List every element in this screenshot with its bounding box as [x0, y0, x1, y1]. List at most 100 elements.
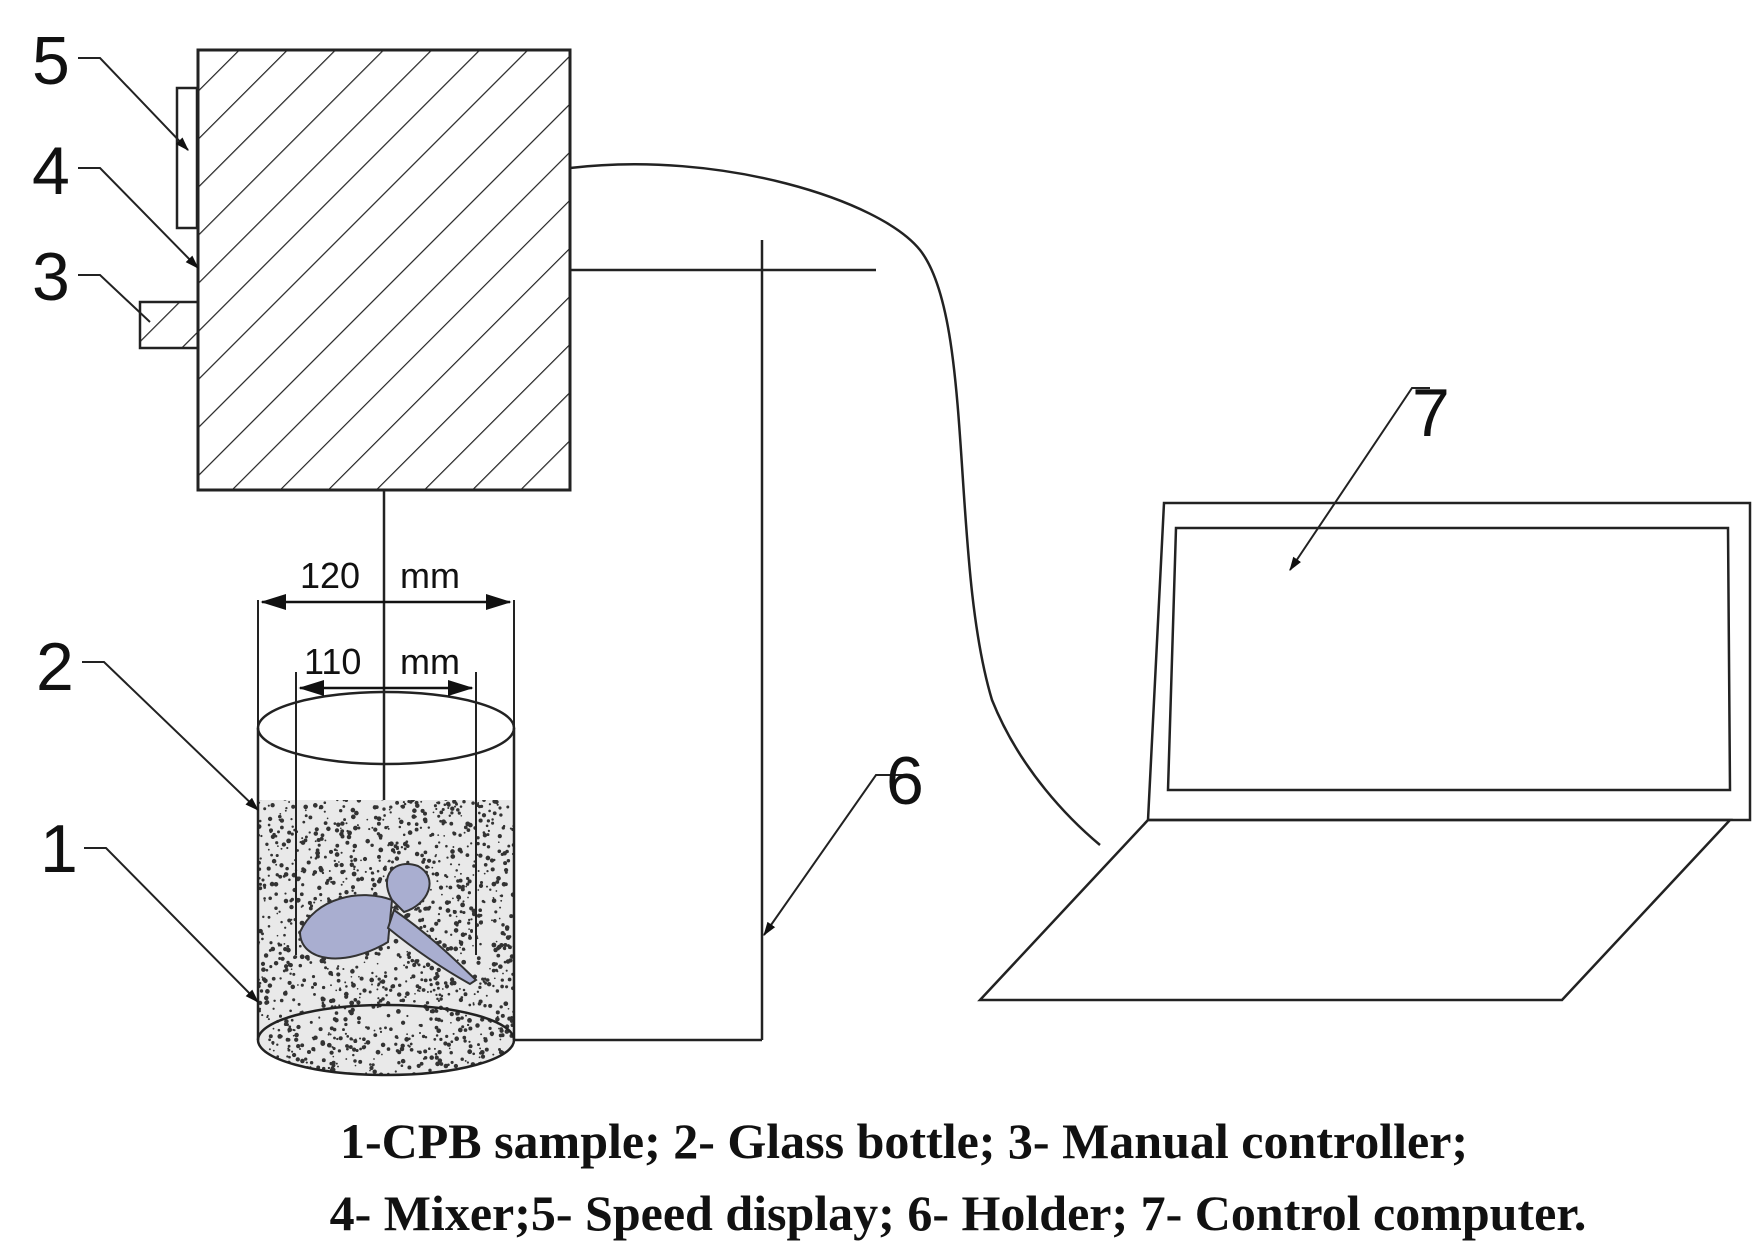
sample-granule [350, 807, 356, 813]
sample-granule [337, 965, 340, 968]
sample-granule [263, 897, 266, 900]
sample-granule [287, 1027, 293, 1033]
sample-granule [489, 967, 491, 970]
sample-granule [505, 985, 509, 989]
sample-granule [262, 915, 265, 919]
sample-granule [411, 974, 416, 979]
sample-granule [406, 1014, 409, 1018]
sample-granule [267, 1065, 270, 1068]
callout-2: 2 [36, 629, 74, 705]
sample-granule [259, 800, 263, 801]
sample-granule [319, 836, 324, 841]
sample-granule [352, 850, 355, 853]
sample-granule [353, 858, 357, 862]
sample-granule [446, 1042, 452, 1047]
sample-granule [491, 818, 494, 821]
sample-granule [350, 969, 355, 974]
sample-granule [434, 1025, 439, 1030]
sample-granule [320, 1040, 325, 1045]
sample-granule [495, 940, 498, 943]
sample-granule [444, 984, 449, 989]
sample-granule [423, 1056, 428, 1060]
sample-granule [337, 1065, 339, 1068]
sample-granule [444, 797, 446, 799]
sample-granule [488, 1003, 493, 1008]
sample-granule [290, 918, 293, 921]
sample-granule [339, 831, 344, 837]
sample-granule [300, 840, 306, 845]
sample-granule [345, 840, 350, 845]
sample-granule [356, 869, 359, 872]
sample-granule [406, 1033, 408, 1036]
sample-granule [303, 804, 309, 810]
sample-granule [349, 855, 353, 859]
sample-granule [477, 1043, 480, 1047]
sample-granule [369, 977, 375, 983]
sample-granule [344, 1032, 347, 1035]
sample-granule [290, 968, 293, 970]
sample-granule [491, 898, 497, 904]
sample-granule [448, 885, 453, 890]
sample-granule [280, 847, 283, 850]
sample-granule [337, 1049, 342, 1053]
sample-granule [496, 1015, 499, 1018]
sample-granule [495, 1061, 498, 1065]
sample-granule [438, 841, 441, 844]
sample-granule [350, 1007, 355, 1013]
sample-granule [329, 1026, 334, 1031]
sample-granule [338, 1004, 341, 1007]
sample-granule [313, 992, 316, 996]
sample-granule [485, 824, 489, 828]
sample-granule [462, 988, 466, 992]
sample-granule [438, 860, 441, 863]
sample-granule [311, 1036, 314, 1039]
sample-granule [359, 976, 364, 981]
sample-granule [342, 880, 345, 883]
sample-granule [270, 853, 273, 857]
sample-granule [336, 978, 341, 983]
sample-granule [481, 977, 485, 981]
sample-granule [323, 801, 327, 804]
sample-granule [499, 1028, 504, 1033]
sample-granule [475, 1023, 480, 1028]
sample-granule [280, 956, 285, 961]
sample-granule [449, 1011, 454, 1017]
sample-granule [345, 822, 348, 825]
sample-granule [439, 997, 443, 1001]
sample-granule [455, 915, 458, 918]
sample-granule [472, 944, 474, 947]
sample-granule [299, 954, 305, 960]
sample-granule [445, 885, 448, 888]
sample-granule [333, 822, 337, 825]
sample-granule [301, 883, 305, 887]
sample-granule [420, 918, 425, 922]
sample-granule [267, 804, 270, 807]
sample-granule [356, 800, 362, 803]
sample-granule [459, 1075, 462, 1078]
sample-granule [358, 975, 360, 978]
sample-granule [376, 1006, 379, 1009]
sample-granule [275, 863, 278, 866]
sample-granule [359, 1047, 362, 1051]
sample-granule [457, 899, 460, 902]
sample-granule [404, 1037, 410, 1042]
sample-granule [425, 1001, 430, 1005]
sample-granule [437, 834, 440, 836]
sample-granule [398, 825, 402, 829]
sample-granule [492, 896, 495, 899]
sample-granule [442, 943, 447, 948]
sample-granule [437, 814, 441, 818]
sample-granule [463, 825, 468, 830]
sample-granule [332, 1055, 335, 1058]
sample-granule [417, 841, 422, 845]
sample-granule [312, 1073, 318, 1075]
sample-granule [327, 897, 330, 901]
sample-granule [501, 826, 505, 830]
sample-granule [343, 818, 347, 822]
sample-granule [457, 919, 462, 924]
sample-granule [461, 959, 467, 965]
sample-granule [290, 818, 293, 821]
sample-granule [400, 1064, 404, 1068]
inner-dimension-unit: mm [400, 641, 460, 682]
sample-granule [277, 845, 279, 847]
